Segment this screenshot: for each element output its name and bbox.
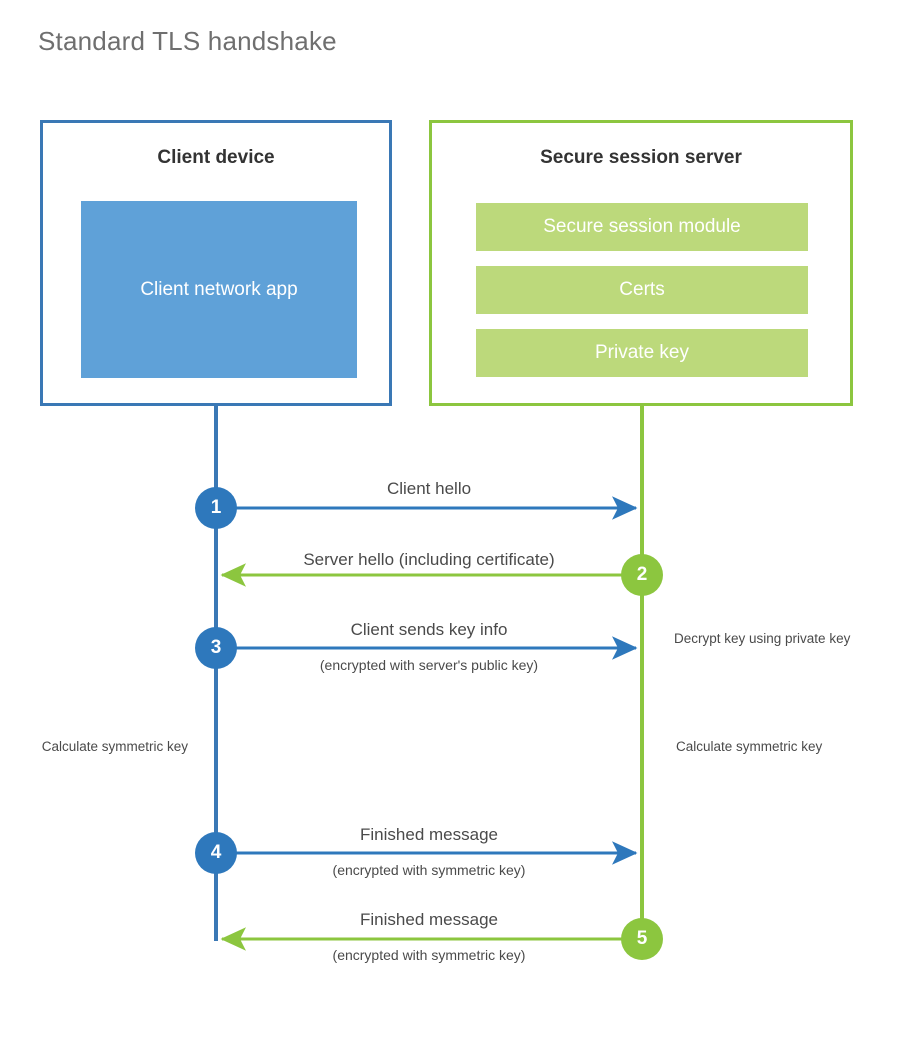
step-label-2: Server hello (including certificate) xyxy=(303,550,555,569)
client-device-title: Client device xyxy=(157,147,275,168)
client-device-box: Client device Client network app xyxy=(40,120,392,406)
step-marker-2[interactable]: 2 xyxy=(621,554,663,596)
step-label-3: Client sends key info xyxy=(350,620,508,639)
server-component-certs: Certs xyxy=(476,266,808,314)
step-label-1: Client hello xyxy=(386,479,472,498)
client-network-app-block: Client network app xyxy=(81,201,357,378)
step-marker-3[interactable]: 3 xyxy=(195,627,237,669)
step-marker-1[interactable]: 1 xyxy=(195,487,237,529)
step-marker-4[interactable]: 4 xyxy=(195,832,237,874)
step-sublabel-5: (encrypted with symmetric key) xyxy=(332,947,526,963)
step-sublabel-3: (encrypted with server's public key) xyxy=(319,657,539,673)
step-label-5: Finished message xyxy=(360,910,498,929)
server-component-private-key: Private key xyxy=(476,329,808,377)
secure-session-server-title: Secure session server xyxy=(540,147,742,168)
step-sublabel-4: (encrypted with symmetric key) xyxy=(332,862,526,878)
page-title: Standard TLS handshake xyxy=(38,26,337,56)
server-component-secure-session-module: Secure session module xyxy=(476,203,808,251)
server-component-stack: Secure session module Certs Private key xyxy=(476,203,808,377)
annotation-client-calculate-symmetric-key: Calculate symmetric key xyxy=(41,739,188,754)
step-marker-5[interactable]: 5 xyxy=(621,918,663,960)
secure-session-server-box: Secure session server Secure session mod… xyxy=(429,120,853,406)
annotation-decrypt-key: Decrypt key using private key xyxy=(674,631,851,646)
step-label-4: Finished message xyxy=(360,825,498,844)
annotation-server-calculate-symmetric-key: Calculate symmetric key xyxy=(676,739,823,754)
